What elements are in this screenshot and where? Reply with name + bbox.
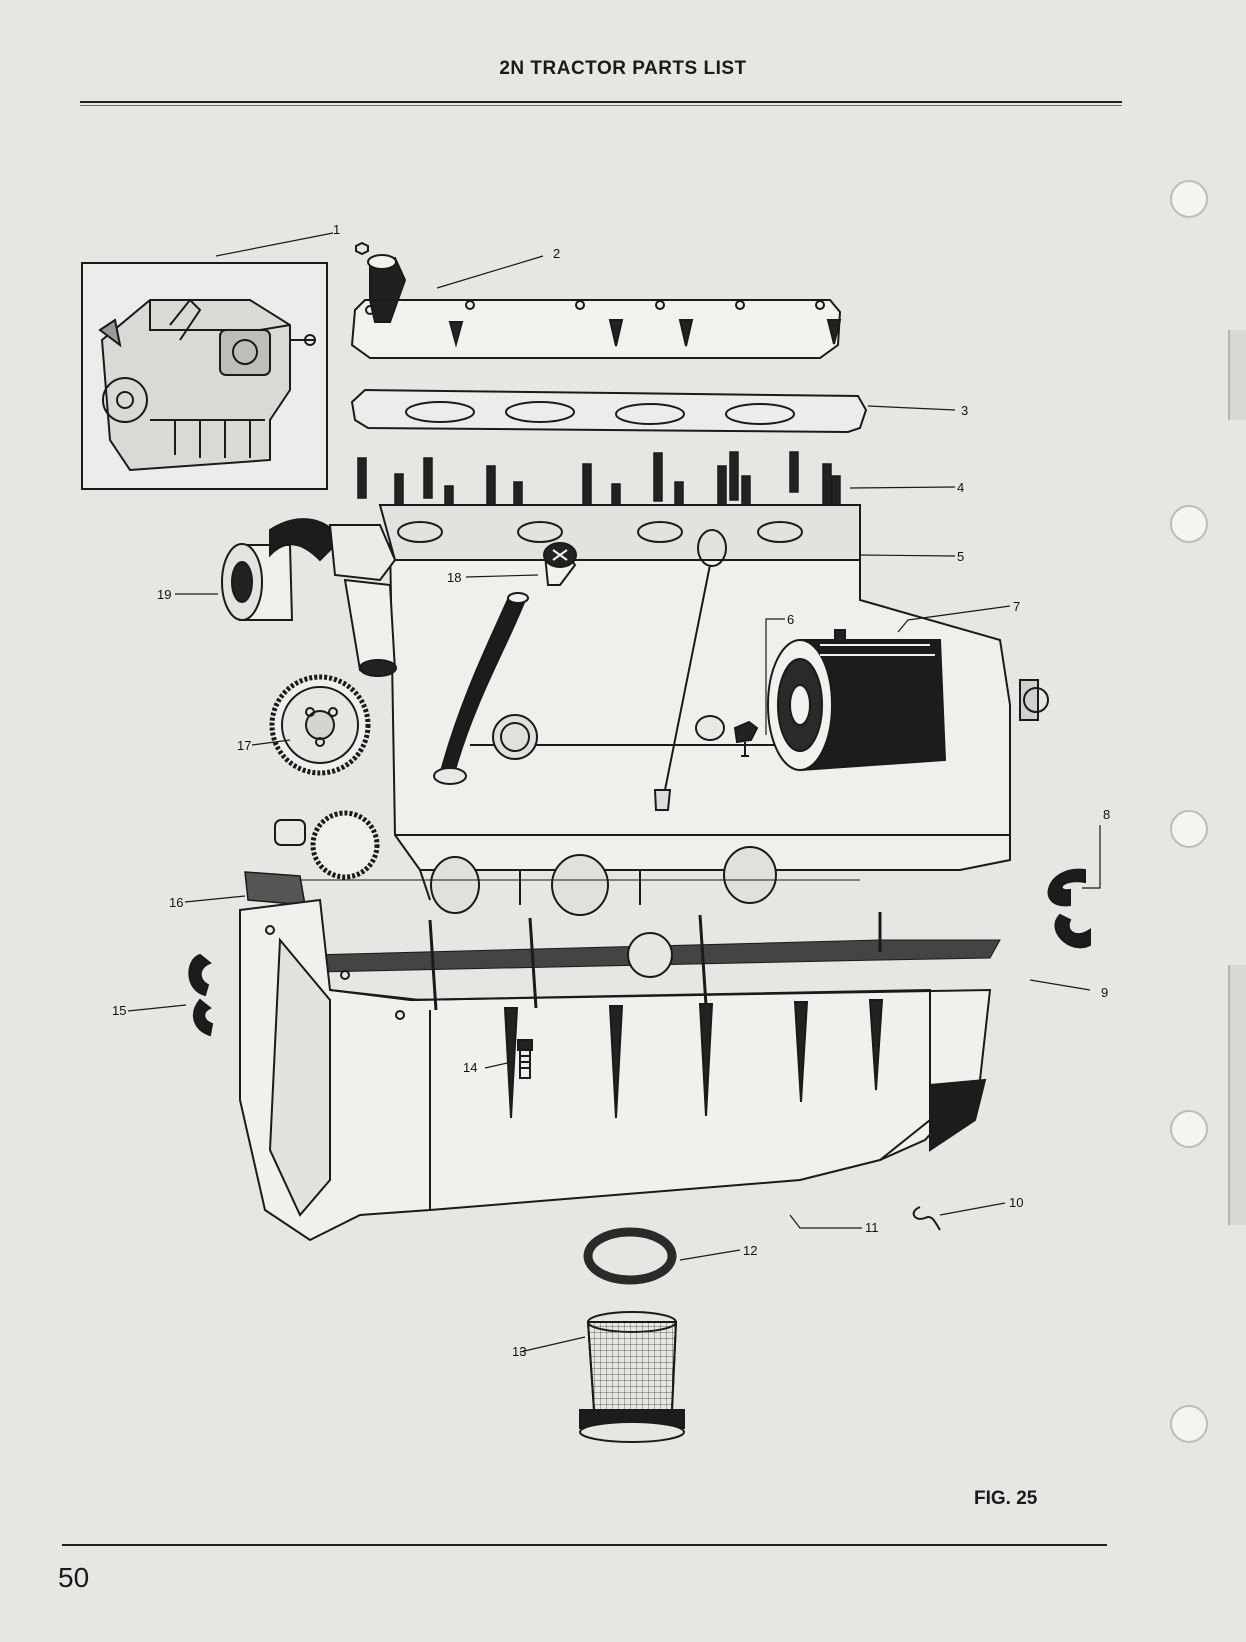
cylinder-block-part: [378, 504, 1011, 916]
callout-numbers: 1 2 3 4 5 6 7 8 9 10 11 12 13 14 15 16 1…: [112, 222, 1110, 1359]
valve-cover-part: [350, 241, 842, 359]
oil-filler-part: [433, 542, 577, 785]
callout-17: 17: [237, 738, 251, 753]
callout-8: 8: [1103, 807, 1110, 822]
binder-hole: [1170, 810, 1208, 848]
callout-1: 1: [333, 222, 340, 237]
timing-gear-part: [269, 674, 380, 880]
page-number: 50: [58, 1562, 90, 1593]
binder-hole: [1170, 1110, 1208, 1148]
callout-2: 2: [553, 246, 560, 261]
inset-engine-illustration: [81, 262, 328, 490]
footer-rule: [62, 1544, 1107, 1546]
callout-3: 3: [961, 403, 968, 418]
page-title: 2N TRACTOR PARTS LIST: [499, 58, 747, 79]
figure-label: FIG. 25: [974, 1488, 1038, 1509]
water-pump-part: [221, 518, 397, 677]
oil-screen-part: [579, 1311, 685, 1443]
callout-9: 9: [1101, 985, 1108, 1000]
callout-16: 16: [169, 895, 183, 910]
callout-5: 5: [957, 549, 964, 564]
callout-7: 7: [1013, 599, 1020, 614]
callout-12: 12: [743, 1243, 757, 1258]
head-gasket-part: [350, 388, 868, 434]
callout-18: 18: [447, 570, 461, 585]
callout-14: 14: [463, 1060, 477, 1075]
page-tab: [1228, 330, 1246, 420]
crankshaft-seal-part: [188, 868, 1091, 1037]
page-tab: [1228, 965, 1246, 1225]
callout-13: 13: [512, 1344, 526, 1359]
drain-cock-part: [695, 715, 759, 757]
binder-hole: [1170, 505, 1208, 543]
binder-hole: [1170, 1405, 1208, 1443]
binder-hole: [1170, 180, 1208, 218]
clip-part: [912, 1206, 941, 1231]
drain-plug-part: [517, 1039, 533, 1079]
header-rule-thin: [80, 105, 1122, 106]
dipstick-part: [653, 529, 727, 811]
callout-11: 11: [865, 1220, 879, 1235]
callout-leader-lines: [127, 232, 1101, 1353]
callout-6: 6: [787, 612, 794, 627]
screen-gasket-part: [583, 1227, 677, 1285]
generator-part: [767, 629, 1049, 772]
header-rule: [80, 101, 1122, 103]
oil-pan-part: [239, 898, 992, 1242]
callout-10: 10: [1009, 1195, 1023, 1210]
callout-19: 19: [157, 587, 171, 602]
callout-15: 15: [112, 1003, 126, 1018]
callout-4: 4: [957, 480, 964, 495]
